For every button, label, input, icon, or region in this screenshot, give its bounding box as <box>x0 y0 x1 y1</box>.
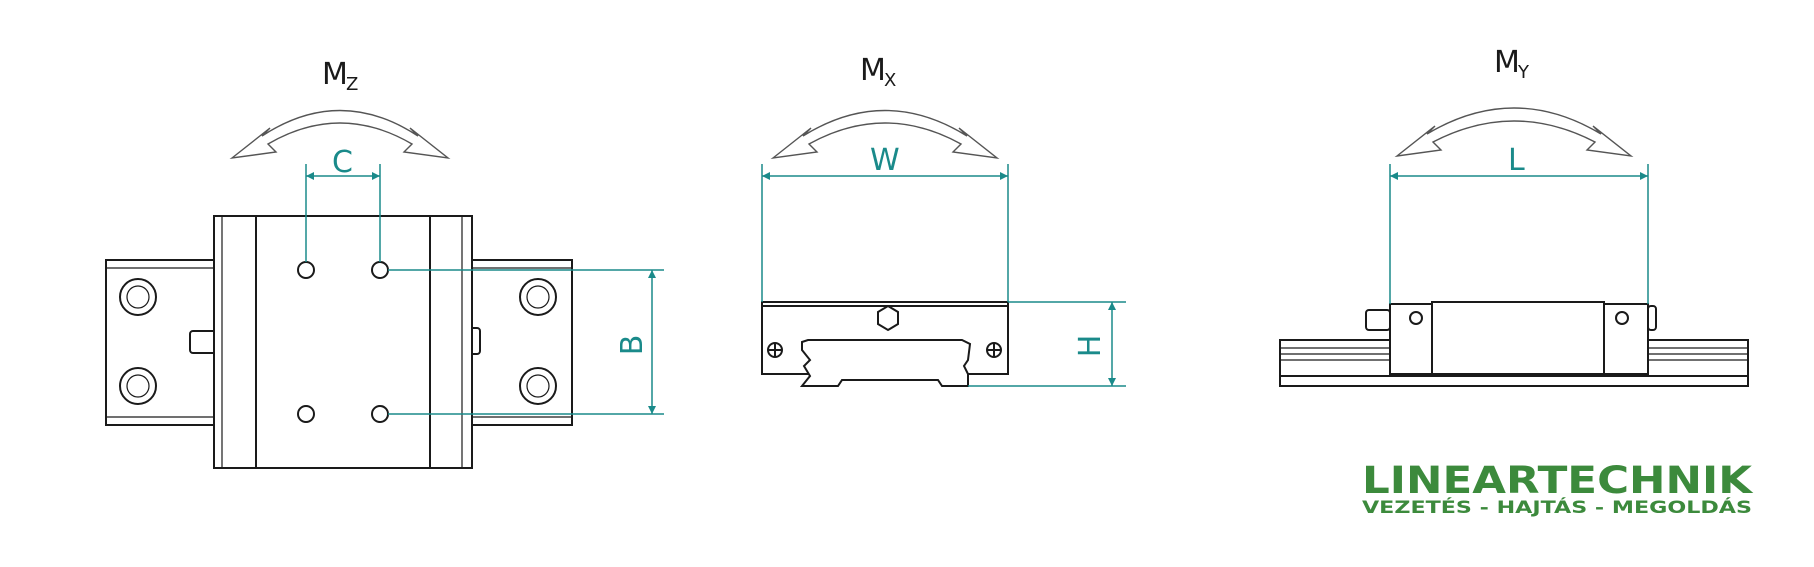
logo-tagline: VEZETÉS - HAJTÁS - MEGOLDÁS <box>1362 496 1752 518</box>
my-label: M <box>1494 45 1520 80</box>
rail-profile <box>799 339 972 387</box>
end-seal-left <box>213 215 257 469</box>
dimension-c-label: C <box>332 145 353 180</box>
end-seal-right <box>429 215 473 469</box>
my-label-sub: Y <box>1517 62 1530 83</box>
logo-name: LINEARTECHNIK <box>1362 459 1754 502</box>
dimension-c: C <box>305 145 381 262</box>
grease-nipple-icon <box>189 330 217 354</box>
lineartechnik-logo: LINEARTECHNIK VEZETÉS - HAJTÁS - MEGOLDÁ… <box>1362 459 1754 518</box>
side-grease-nipple-icon <box>1365 309 1391 331</box>
dimension-l: L <box>1389 143 1649 304</box>
side-view: M Y L <box>1279 45 1749 387</box>
side-hole-right <box>1615 311 1629 325</box>
dimension-l-label: L <box>1508 143 1525 178</box>
hex-nut-icon <box>877 304 899 332</box>
dimension-b: B <box>388 269 664 415</box>
mz-label-sub: Z <box>346 74 358 95</box>
mx-label-sub: X <box>884 70 896 91</box>
carriage-body-top <box>255 215 431 469</box>
dimension-h: H <box>968 301 1126 387</box>
dimension-h-label: H <box>1073 335 1108 358</box>
rail-mounting-holes <box>119 278 557 405</box>
my-rotation-arrow <box>1394 107 1634 158</box>
top-view: M Z <box>105 57 664 469</box>
front-view: M X W H <box>761 53 1126 387</box>
mz-label: M <box>322 57 348 92</box>
dimension-w: W <box>761 143 1009 302</box>
carriage-side-end-right <box>1603 303 1649 375</box>
mz-rotation-arrow <box>229 109 451 160</box>
side-hole-left <box>1409 311 1423 325</box>
mx-rotation-arrow <box>770 109 1000 160</box>
carriage-side-body <box>1431 301 1605 375</box>
mx-label: M <box>860 53 886 88</box>
dimension-w-label: W <box>870 143 900 178</box>
side-screw-icons <box>767 342 1002 358</box>
dimension-b-label: B <box>615 335 650 356</box>
